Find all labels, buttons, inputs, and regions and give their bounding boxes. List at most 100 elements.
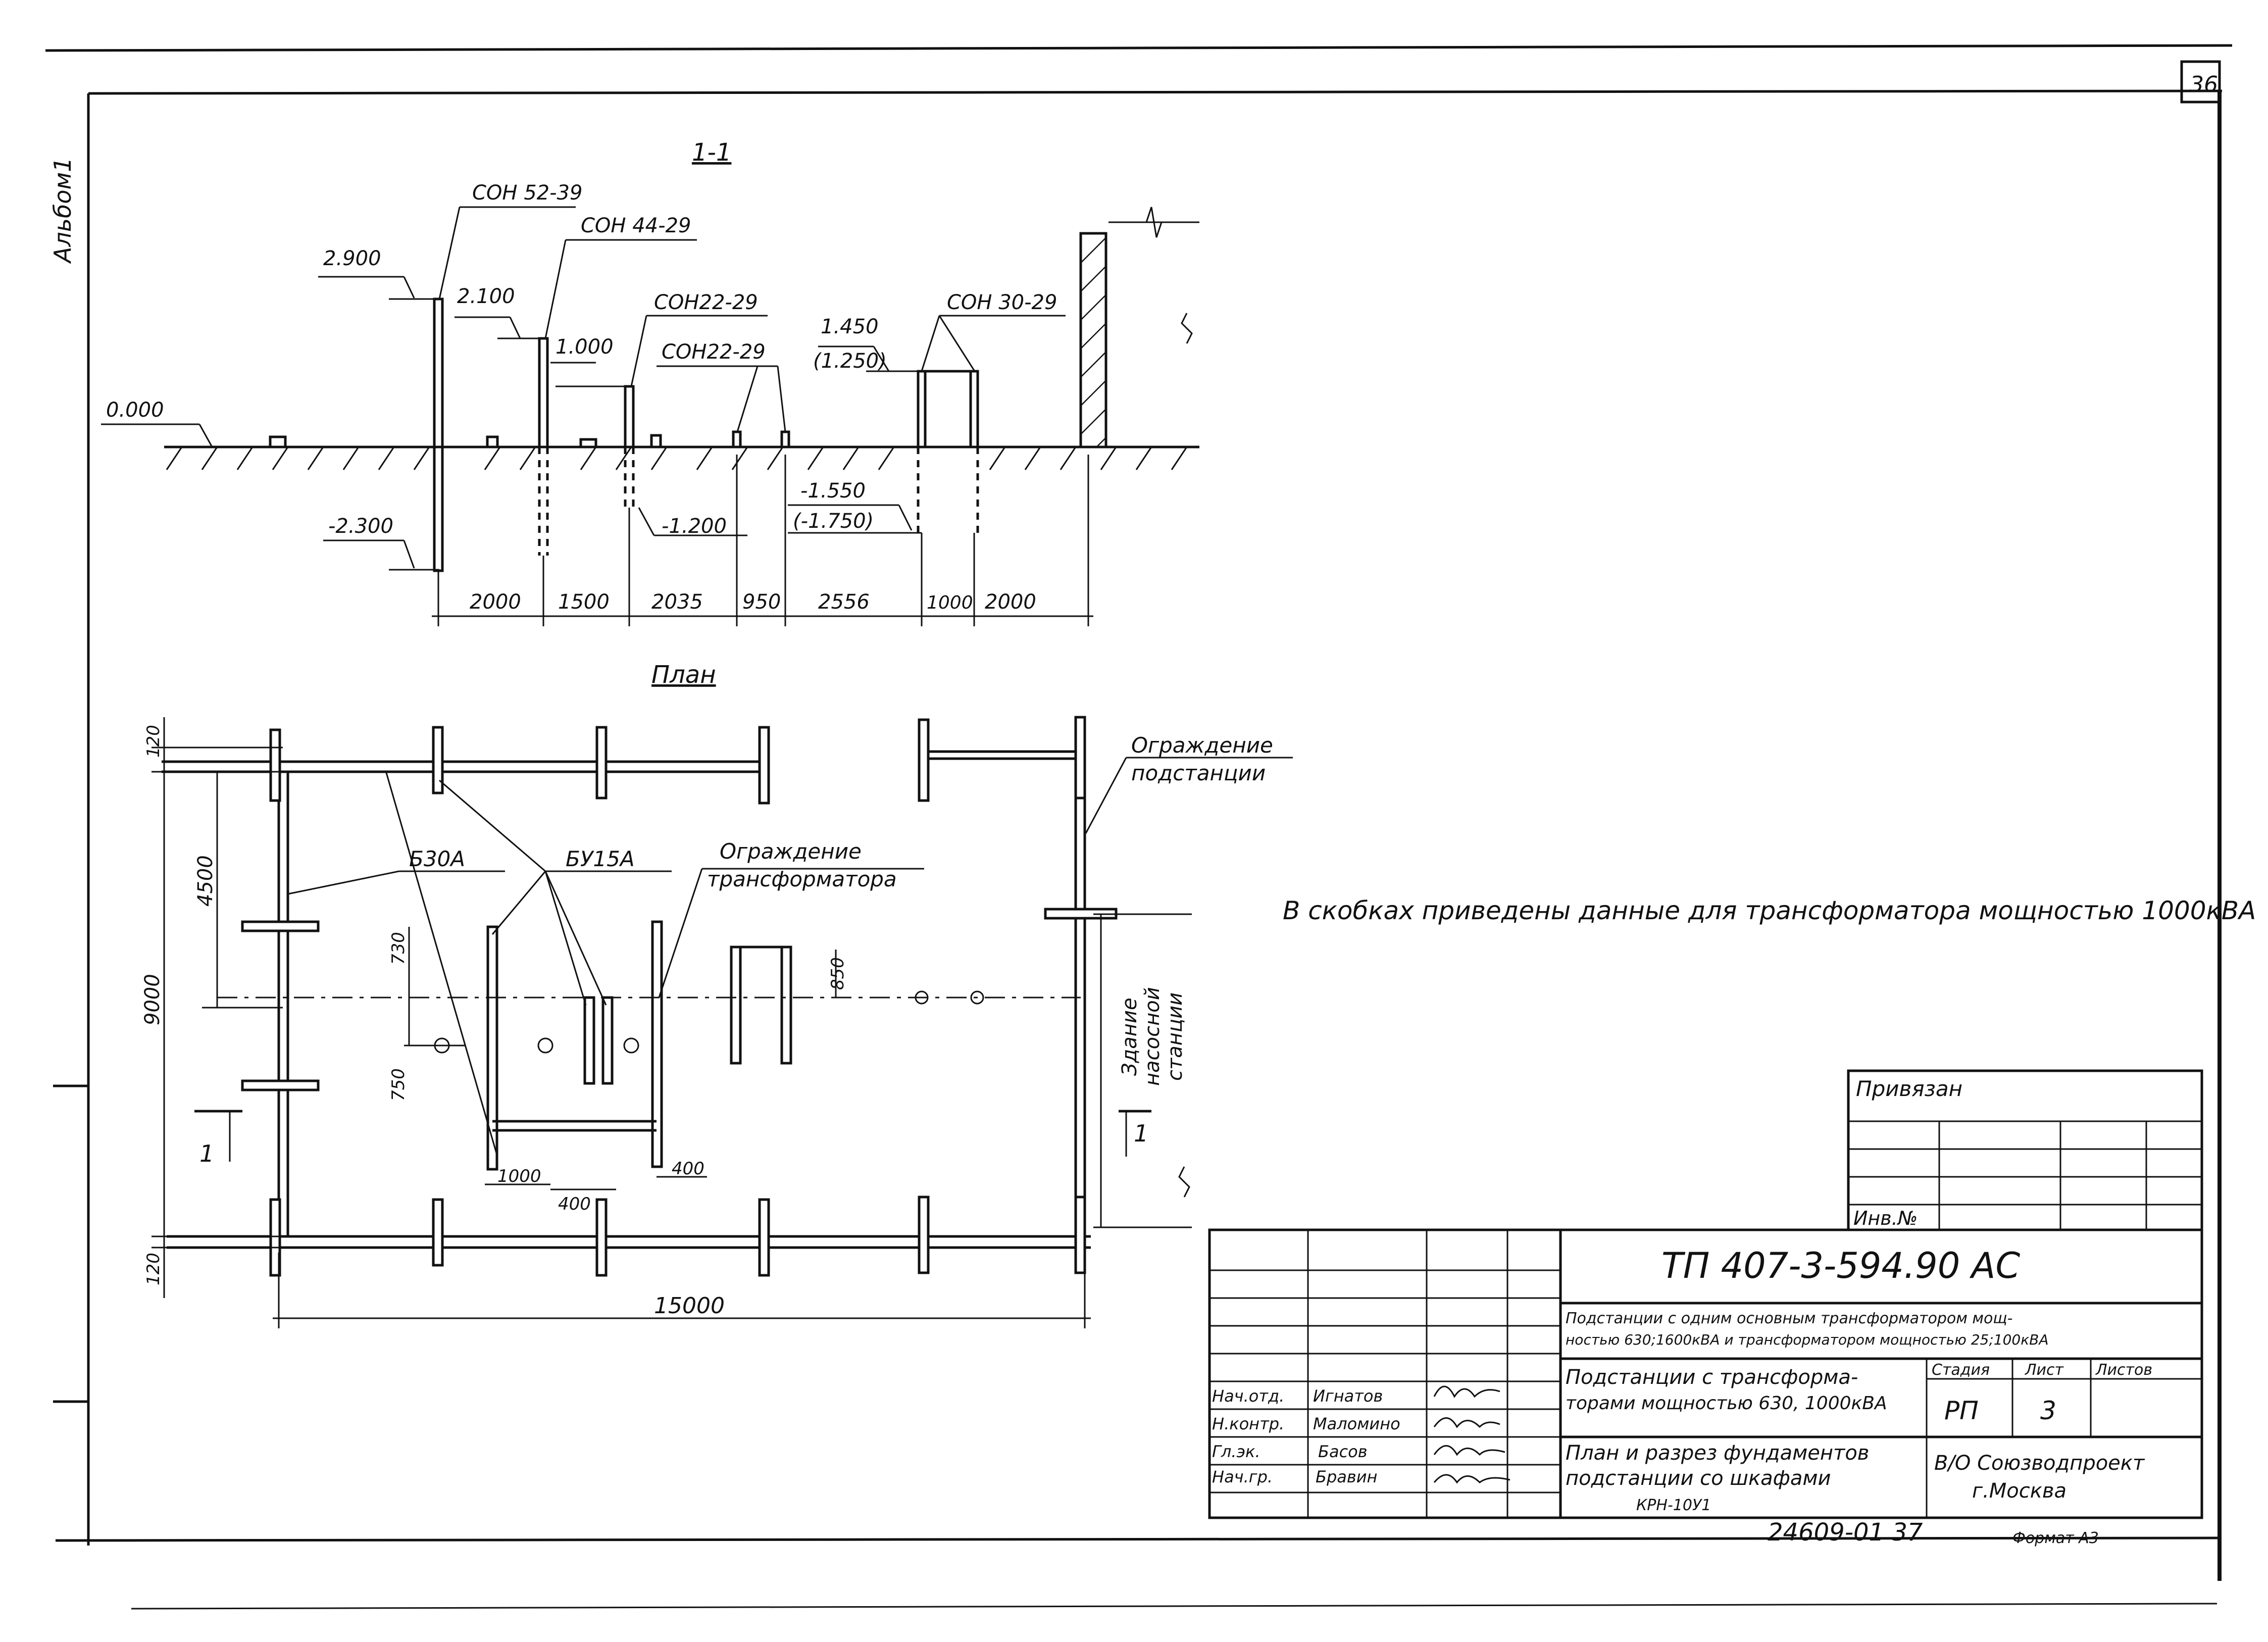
sec-dim-5: 2556	[818, 590, 870, 614]
sec-dim-3: 2035	[651, 590, 703, 614]
elev-1450: 1.450	[821, 315, 879, 338]
dim-15000: 15000	[654, 1293, 725, 1319]
page-number: 36	[2190, 72, 2218, 97]
staff-role-3: Гл.эк.	[1212, 1442, 1261, 1461]
sec-dim-1: 2000	[470, 590, 521, 614]
sec-dim-4: 950	[742, 590, 781, 614]
bottom-code: 24609-01 37	[1768, 1518, 1923, 1547]
anchor-bolts	[434, 990, 984, 1054]
plan-posts	[241, 716, 1118, 1277]
elev-2900: 2.900	[323, 247, 381, 270]
dim-120-bot: 120	[143, 1253, 164, 1285]
section-title: 1-1	[692, 138, 731, 167]
desc3-line3: КРН-10У1	[1636, 1497, 1711, 1514]
callout-son22a: СОН22-29	[654, 291, 758, 314]
desc2-line2: торами мощностью 630, 1000кВА	[1566, 1393, 1887, 1414]
elev-m1750: (-1.750)	[793, 510, 874, 533]
staff-name-2: Маломино	[1313, 1414, 1400, 1433]
label-bu15a: БУ15А	[566, 847, 635, 871]
bracket-note: В скобках приведены данные для трансформ…	[1283, 896, 2256, 925]
elev-m1550: -1.550	[800, 479, 866, 503]
desc3-line2: подстанции со шкафами	[1566, 1467, 1831, 1490]
staff-name-1: Игнатов	[1313, 1386, 1383, 1406]
section-dimension-chain: 2000 1500 2035 950 2556 1000 2000	[432, 455, 1093, 626]
staff-name-3: Басов	[1318, 1442, 1368, 1461]
sheet-header: Лист	[2025, 1361, 2064, 1379]
post-son44	[538, 337, 549, 449]
pump-label-1: Здание	[1118, 998, 1141, 1076]
sheets-header: Листов	[2095, 1361, 2152, 1379]
format-label: Формат А3	[2012, 1529, 2099, 1547]
section-marks: 1 1	[194, 1110, 1151, 1167]
title-block: ТП 407-3-594.90 АС Подстанции с одним ос…	[1208, 1228, 2203, 1519]
dim-120-top: 120	[143, 725, 164, 758]
stage-header: Стадия	[1932, 1361, 1990, 1379]
desc1-line1: Подстанции с одним основным трансформато…	[1566, 1310, 2012, 1327]
dim-400-a: 400	[558, 1194, 591, 1214]
ground-hatch	[166, 446, 1188, 470]
binding-box: Привязан Инв.№	[1847, 1069, 2203, 1231]
transformer-fence	[486, 920, 792, 1171]
elevation-marks: 2.900 2.100 1.000 1.450 (1.250) 0.000 -2…	[101, 247, 922, 571]
section-1-1: 1-1	[101, 138, 1199, 626]
drawing-code: ТП 407-3-594.90 АС	[1661, 1245, 2020, 1286]
sheet-frame: 36 Альбом1	[45, 44, 2233, 1610]
dim-400-b: 400	[672, 1159, 704, 1179]
elev-2100: 2.100	[457, 285, 515, 308]
dim-9000: 9000	[141, 974, 164, 1025]
label-fence-substation-1: Ограждение	[1131, 733, 1273, 758]
binding-inv: Инв.№	[1853, 1207, 1918, 1229]
pump-station: Здание насосной станции	[1093, 913, 1192, 1228]
section-posts	[269, 297, 979, 572]
dim-1000: 1000	[497, 1166, 541, 1186]
elev-1000: 1.000	[556, 335, 614, 359]
desc3-line1: План и разрез фундаментов	[1566, 1441, 1869, 1465]
plan-labels: Ограждение подстанции Б30А БУ15А Огражде…	[287, 733, 1293, 1157]
sec-dim-2: 1500	[558, 590, 610, 614]
staff-role-4: Нач.гр.	[1212, 1467, 1273, 1486]
elev-0000: 0.000	[106, 399, 164, 422]
dim-730: 730	[388, 932, 409, 965]
dim-750: 750	[388, 1068, 409, 1101]
plan-title: План	[651, 661, 716, 689]
elev-m2300: -2.300	[328, 515, 393, 538]
dim-850: 850	[828, 957, 848, 990]
sec-dim-7: 2000	[985, 590, 1036, 614]
callout-son22b: СОН22-29	[662, 340, 766, 364]
plan-view: План	[141, 661, 1293, 1328]
callout-son52: СОН 52-39	[472, 181, 582, 205]
desc2-line1: Подстанции с трансформа-	[1566, 1366, 1858, 1389]
section-mark-right: 1	[1134, 1120, 1148, 1147]
label-fence-transformer-2: трансформатора	[707, 867, 897, 891]
label-fence-substation-2: подстанции	[1131, 761, 1266, 785]
binding-title: Привязан	[1856, 1076, 1962, 1101]
margin-ticks	[53, 1084, 88, 1403]
page-number-box	[2180, 60, 2221, 104]
sec-dim-6: 1000	[927, 592, 973, 613]
plan-dimensions: 120 4500 9000 120 730 750 850 1000 400 4…	[141, 717, 1091, 1328]
pump-label-3: станции	[1164, 992, 1187, 1081]
org-line1: В/О Союзводпроект	[1934, 1452, 2145, 1475]
signatures	[1433, 1385, 1510, 1484]
label-fence-transformer-1: Ограждение	[720, 839, 862, 864]
elev-1250: (1.250)	[813, 350, 887, 373]
desc1-line2: ностью 630;1600кВА и трансформатором мощ…	[1566, 1331, 2048, 1348]
elev-m1200: -1.200	[662, 515, 727, 538]
building-wall	[1079, 232, 1107, 449]
album-label: Альбом1	[49, 158, 76, 264]
dim-4500: 4500	[194, 855, 217, 907]
pump-label-2: насосной	[1141, 987, 1164, 1086]
section-callouts: СОН 52-39 СОН 44-29 СОН22-29 СОН22-29 СО…	[438, 181, 1066, 432]
callout-son44: СОН 44-29	[581, 214, 691, 237]
staff-role-2: Н.контр.	[1212, 1414, 1284, 1433]
sheet-value: 3	[2040, 1396, 2056, 1425]
stage-value: РП	[1944, 1396, 1979, 1425]
org-line2: г.Москва	[1972, 1479, 2067, 1503]
staff-role-1: Нач.отд.	[1212, 1386, 1284, 1406]
substation-fence	[162, 717, 1091, 1249]
label-b30a: Б30А	[409, 847, 465, 871]
section-mark-left: 1	[199, 1140, 214, 1167]
staff-name-4: Бравин	[1316, 1467, 1377, 1486]
